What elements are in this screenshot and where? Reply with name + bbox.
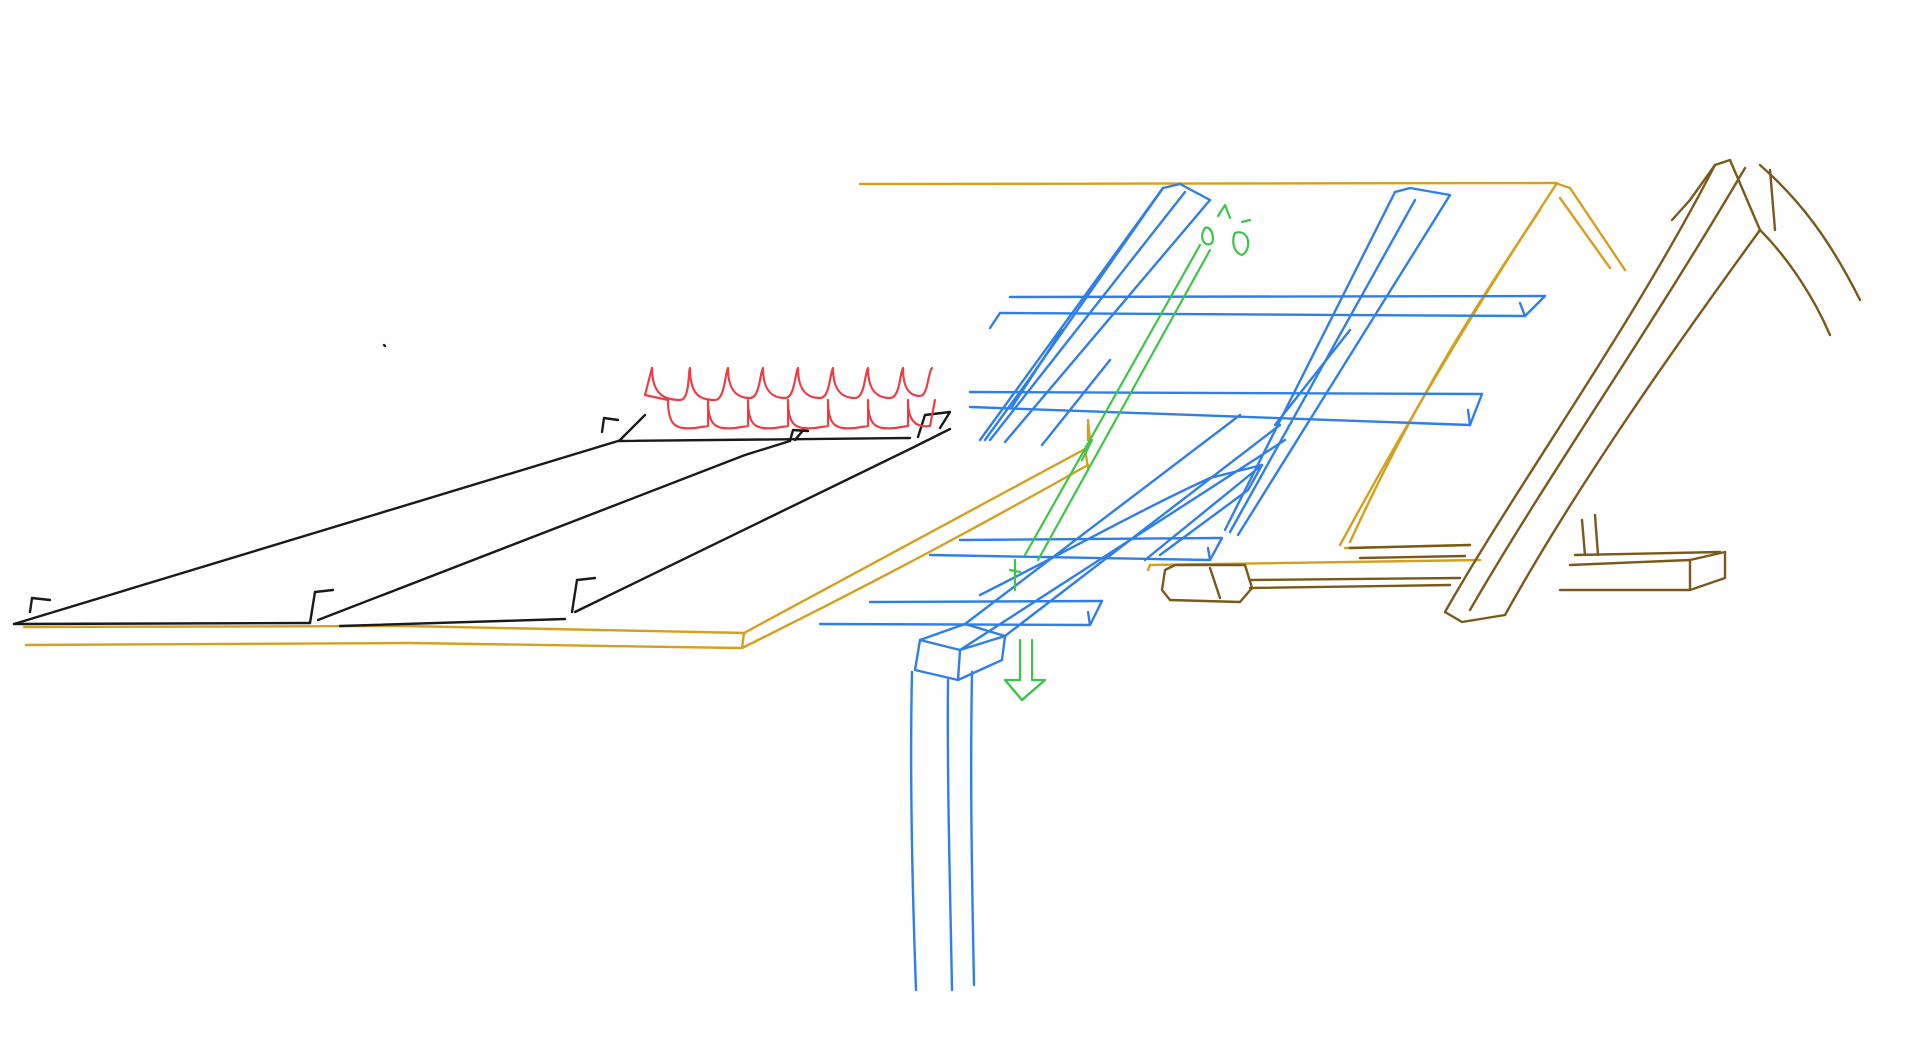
batten-2-top bbox=[968, 390, 1484, 396]
roof-plane-right-inner bbox=[1348, 208, 1542, 544]
arrow-up-shaft-2 bbox=[1036, 248, 1212, 562]
arrow-up-head-2 bbox=[1232, 231, 1250, 257]
tile-row-bottom bbox=[666, 398, 937, 430]
panel-clip-1 bbox=[28, 596, 52, 614]
arrow-down-head-fill bbox=[1003, 678, 1047, 702]
arrow-up-tip-2 bbox=[1240, 218, 1252, 224]
slab-back-edge bbox=[740, 463, 1090, 650]
truss-base-block bbox=[1558, 550, 1727, 592]
truss-rafter-mid bbox=[1468, 166, 1747, 612]
cross-board-top bbox=[1143, 463, 1264, 562]
batten-1-left bbox=[988, 311, 1002, 330]
truss-beam-upper bbox=[1348, 543, 1472, 550]
truss-beam-lower-2 bbox=[1248, 576, 1462, 582]
truss-top-right bbox=[1758, 163, 1862, 302]
batten-3-end bbox=[1206, 546, 1212, 562]
post-right bbox=[969, 670, 976, 987]
truss-rafter-end bbox=[1443, 610, 1507, 624]
base-line-upper bbox=[22, 624, 747, 635]
panels-bottom-mid bbox=[338, 617, 567, 628]
diag-4 bbox=[1040, 358, 1112, 447]
truss-top-right-2 bbox=[1768, 168, 1777, 232]
panel-clip-6 bbox=[916, 410, 952, 439]
truss-block-left bbox=[1160, 563, 1254, 604]
batten-1-end bbox=[1518, 301, 1527, 318]
batten-1-top bbox=[1008, 294, 1547, 299]
slab-front-edge bbox=[742, 447, 1087, 635]
truss-rafter-front bbox=[1443, 163, 1717, 614]
arrow-down-tab bbox=[1008, 568, 1022, 574]
truss-apex-right bbox=[1758, 228, 1832, 337]
arrow-up-shaft-3 bbox=[1080, 438, 1094, 462]
arrow-up-head-1 bbox=[1201, 226, 1214, 246]
cross-board-side bbox=[1158, 463, 1264, 557]
arrow-down-body bbox=[1003, 638, 1047, 702]
base-line-lower bbox=[24, 641, 742, 650]
slab-end-left bbox=[740, 631, 746, 650]
post-cap-left bbox=[913, 638, 960, 682]
panels-bottom-left bbox=[12, 621, 312, 626]
panel-hook-1 bbox=[618, 413, 647, 442]
tile-row-top bbox=[650, 366, 934, 402]
truss-base-bottom bbox=[1568, 558, 1692, 592]
batten-grid bbox=[818, 182, 1547, 992]
flow-arrows bbox=[1003, 203, 1252, 702]
rafter-b-inner bbox=[1223, 190, 1397, 532]
rafter-b-outer bbox=[1236, 186, 1452, 537]
batten-4-bottom bbox=[818, 599, 1104, 627]
post-mid bbox=[946, 678, 954, 992]
ridge-plank bbox=[22, 181, 1627, 650]
ridge-cap-inner bbox=[1558, 196, 1612, 270]
panel-dot bbox=[382, 343, 387, 348]
truss-beam-lower bbox=[1248, 583, 1452, 590]
ridge-top-line bbox=[858, 181, 1557, 186]
post-beam-long bbox=[1003, 423, 1282, 638]
batten-4-top bbox=[868, 599, 1104, 604]
tile-edge-left bbox=[643, 366, 670, 402]
roof-panels bbox=[12, 343, 952, 628]
truss-beam-upper-2 bbox=[1358, 554, 1467, 560]
roof-tiles bbox=[643, 366, 937, 430]
panel-2-diagonal bbox=[316, 439, 792, 622]
panel-3-diagonal bbox=[573, 427, 952, 614]
panel-clip-3 bbox=[570, 576, 597, 614]
truss-rafter-back bbox=[1503, 228, 1762, 617]
truss-post bbox=[1580, 513, 1600, 557]
arrow-up-tip-1 bbox=[1216, 203, 1232, 220]
panel-1-diagonal bbox=[12, 439, 620, 626]
truss-top-left bbox=[1670, 163, 1717, 222]
diag-3 bbox=[1273, 328, 1352, 427]
panels-top bbox=[616, 436, 912, 443]
base-edge-mid-2 bbox=[1146, 563, 1152, 572]
arrow-up-shaft-1 bbox=[1023, 243, 1202, 557]
cross-board-bottom bbox=[978, 476, 1212, 597]
rafter-a-outer bbox=[1003, 182, 1212, 444]
ridge-cap bbox=[1553, 181, 1627, 272]
truss-block-left-2 bbox=[1208, 566, 1222, 600]
batten-4-end bbox=[1086, 610, 1092, 627]
post-beam-long-3 bbox=[958, 438, 1287, 652]
panel-clip-2 bbox=[308, 588, 335, 625]
panel-hook-2 bbox=[793, 426, 807, 442]
rafter-a-mid bbox=[988, 190, 1187, 442]
ridge-tick bbox=[1086, 418, 1092, 442]
batten-3-top bbox=[958, 536, 1224, 542]
batten-2-end bbox=[1466, 408, 1472, 427]
post-left bbox=[910, 670, 918, 992]
roof-truss bbox=[1160, 158, 1862, 624]
panel-clip-4 bbox=[600, 416, 620, 434]
truss-apex bbox=[1713, 158, 1762, 232]
diag-2 bbox=[1010, 328, 1064, 409]
post-beam-long-2 bbox=[963, 413, 1242, 626]
truss-base-top bbox=[1573, 550, 1722, 557]
batten-2-bottom bbox=[968, 392, 1484, 427]
